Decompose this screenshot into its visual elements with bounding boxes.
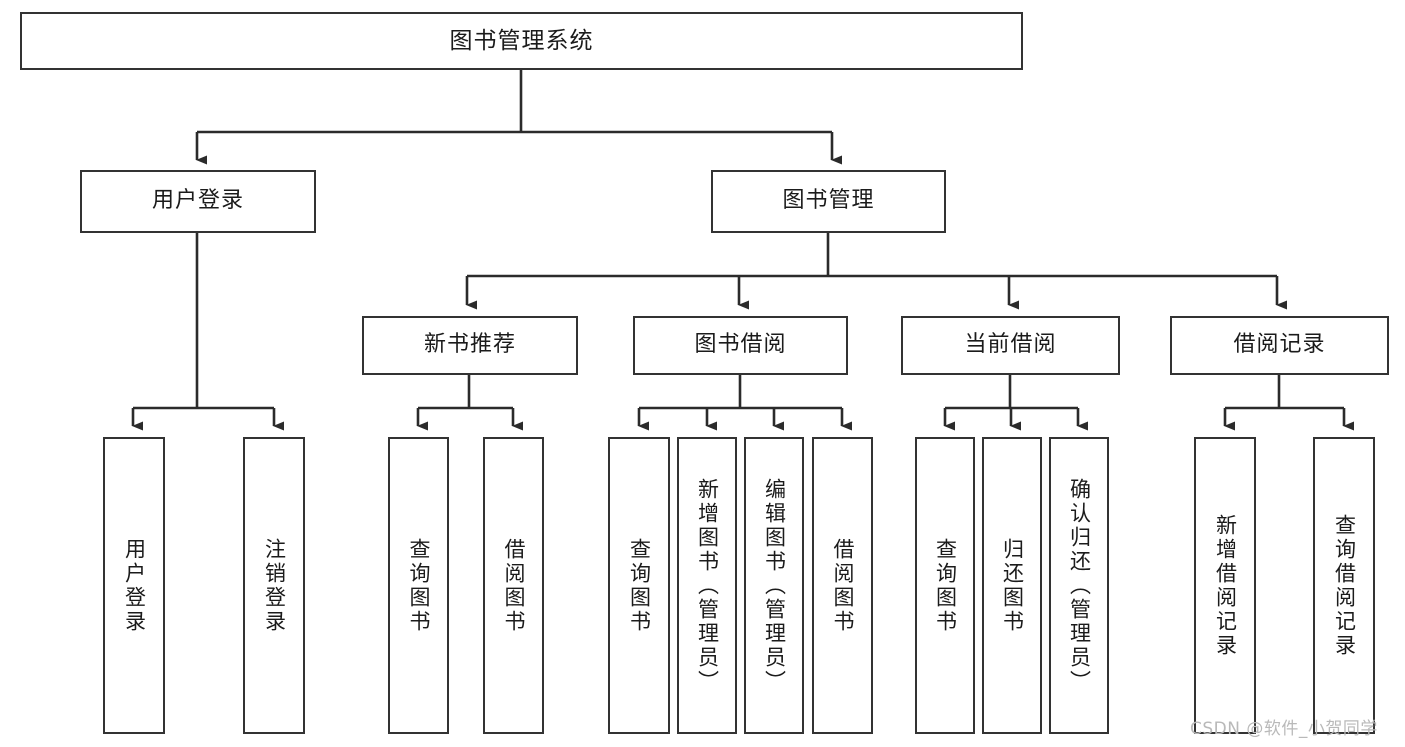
leaf-borrow-borrow-book[interactable]: 借阅图书 (812, 437, 873, 734)
node-label: 新增借阅记录 (1213, 513, 1238, 658)
node-book-management[interactable]: 图书管理 (711, 170, 946, 233)
node-current-borrow[interactable]: 当前借阅 (901, 316, 1120, 375)
node-label: 查询图书 (627, 537, 652, 634)
node-label: 用户登录 (122, 537, 147, 634)
leaf-recommend-borrow-book[interactable]: 借阅图书 (483, 437, 544, 734)
node-label: 编辑图书（管理员） (762, 477, 787, 694)
leaf-current-query-book[interactable]: 查询图书 (915, 437, 975, 734)
leaf-user-login-login[interactable]: 用户登录 (103, 437, 165, 734)
node-new-book-recommend[interactable]: 新书推荐 (362, 316, 578, 375)
node-user-login[interactable]: 用户登录 (80, 170, 316, 233)
node-label: 新书推荐 (423, 332, 516, 358)
leaf-borrow-edit-book-admin[interactable]: 编辑图书（管理员） (744, 437, 804, 734)
node-label: 新增图书（管理员） (695, 477, 720, 694)
node-label: 图书管理 (782, 188, 875, 214)
node-label: 当前借阅 (964, 332, 1057, 358)
leaf-recommend-query-book[interactable]: 查询图书 (388, 437, 449, 734)
node-label: 图书借阅 (694, 332, 787, 358)
leaf-current-return-book[interactable]: 归还图书 (982, 437, 1042, 734)
node-label: 查询借阅记录 (1332, 513, 1357, 658)
csdn-watermark: CSDN @软件_小贺同学 (1190, 719, 1378, 739)
node-label: 查询图书 (407, 537, 431, 634)
node-label: 用户登录 (151, 188, 244, 214)
leaf-record-query-record[interactable]: 查询借阅记录 (1313, 437, 1375, 734)
node-label: 注销登录 (262, 537, 287, 634)
node-label: 归还图书 (1000, 537, 1025, 634)
node-label: 确认归还（管理员） (1067, 477, 1092, 694)
leaf-current-confirm-return-admin[interactable]: 确认归还（管理员） (1049, 437, 1109, 734)
leaf-borrow-add-book-admin[interactable]: 新增图书（管理员） (677, 437, 737, 734)
leaf-borrow-query-book[interactable]: 查询图书 (608, 437, 670, 734)
node-book-borrow[interactable]: 图书借阅 (633, 316, 848, 375)
leaf-user-login-logout[interactable]: 注销登录 (243, 437, 305, 734)
node-label: 借阅图书 (502, 537, 526, 634)
node-borrow-record[interactable]: 借阅记录 (1170, 316, 1389, 375)
node-root-system[interactable]: 图书管理系统 (20, 12, 1023, 70)
leaf-record-add-record[interactable]: 新增借阅记录 (1194, 437, 1256, 734)
node-label: 图书管理系统 (449, 27, 594, 54)
node-label: 借阅图书 (831, 537, 855, 634)
node-label: 借阅记录 (1233, 332, 1326, 358)
node-label: 查询图书 (933, 537, 958, 634)
